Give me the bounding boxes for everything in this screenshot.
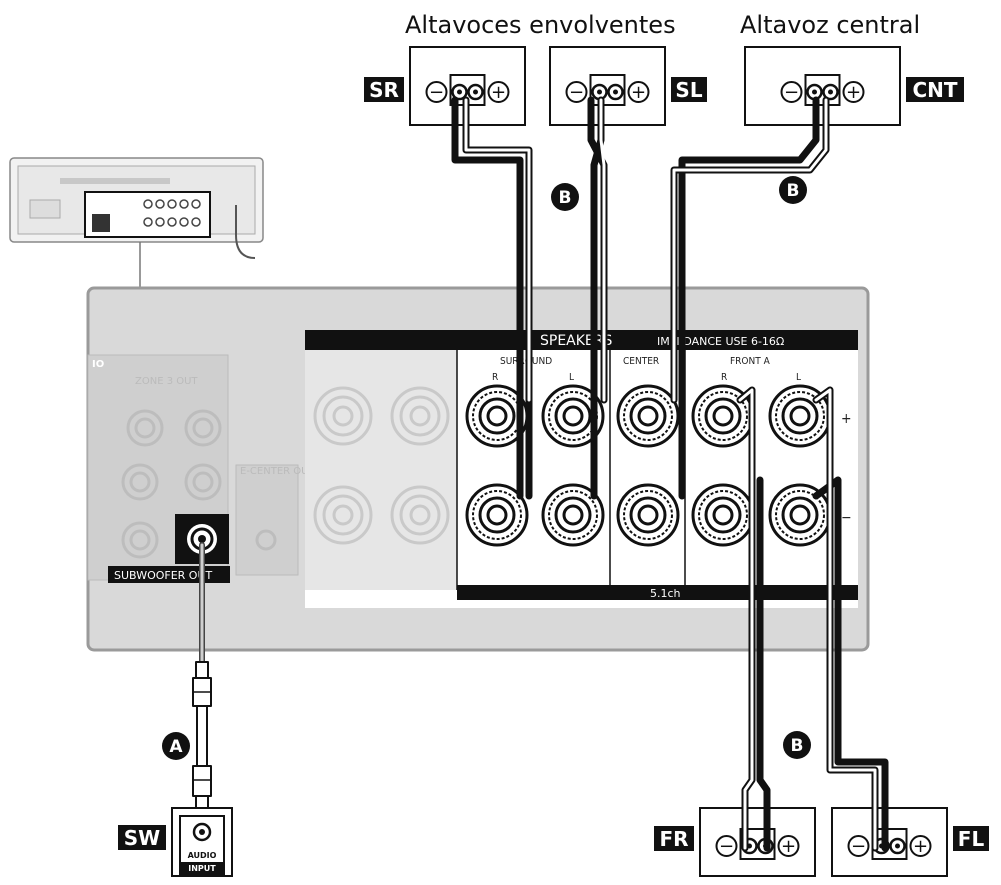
badge-b-front: B bbox=[783, 731, 811, 759]
speaker-box-fl: −+ bbox=[831, 807, 948, 877]
binding-post-front-r-minus bbox=[691, 483, 755, 547]
sr-cable bbox=[451, 96, 533, 500]
speaker-cables bbox=[192, 96, 889, 852]
binding-post-surround-l-plus bbox=[541, 384, 605, 448]
svg-text:B: B bbox=[791, 736, 804, 756]
svg-text:A: A bbox=[169, 737, 183, 757]
panel-minus-label: − bbox=[841, 510, 852, 526]
zone-out-label: ZONE 3 OUT bbox=[135, 376, 198, 387]
plus-symbol-fr: + bbox=[777, 835, 800, 857]
center-section-label: CENTER bbox=[623, 356, 659, 367]
audio-section-partial-label: IO bbox=[92, 359, 104, 370]
binding-post-front-l-minus bbox=[768, 483, 832, 547]
svg-text:FR: FR bbox=[659, 827, 688, 851]
receiver-overview-icon bbox=[9, 157, 264, 288]
svg-text:−: − bbox=[784, 82, 799, 103]
badge-b-center: B bbox=[779, 176, 807, 204]
svg-text:SL: SL bbox=[675, 78, 702, 102]
tag-fl: FL bbox=[953, 826, 989, 851]
subwoofer-audio-label: AUDIO bbox=[188, 851, 217, 860]
e-center-out-label: E-CENTER OUT bbox=[240, 466, 315, 477]
tag-fr: FR bbox=[654, 826, 694, 851]
minus-symbol-fl: − bbox=[847, 835, 870, 857]
surround-l-label: L bbox=[569, 372, 574, 383]
sl-cable bbox=[587, 96, 608, 500]
minus-symbol-fr: − bbox=[715, 835, 738, 857]
channel-bar-label: 5.1ch bbox=[650, 587, 681, 600]
plus-symbol-cnt: + bbox=[842, 81, 865, 103]
svg-text:+: + bbox=[491, 82, 506, 103]
binding-post-surround-l-minus bbox=[541, 483, 605, 547]
front-a-section-label: FRONT A bbox=[730, 356, 771, 367]
svg-text:+: + bbox=[846, 82, 861, 103]
fr-cable bbox=[736, 386, 771, 852]
front-r-label: R bbox=[721, 372, 727, 383]
tag-sw: SW bbox=[118, 825, 166, 850]
plus-symbol-fl: + bbox=[909, 835, 932, 857]
tag-sl: SL bbox=[671, 77, 707, 102]
binding-post-center-plus bbox=[616, 384, 680, 448]
svg-text:SW: SW bbox=[124, 826, 160, 850]
svg-text:FL: FL bbox=[958, 827, 985, 851]
subwoofer-out-label: SUBWOOFER OUT bbox=[114, 569, 213, 582]
binding-post-center-minus bbox=[616, 483, 680, 547]
svg-text:+: + bbox=[913, 836, 928, 857]
tag-cnt: CNT bbox=[906, 77, 964, 102]
binding-post-surround-r-minus bbox=[465, 483, 529, 547]
minus-symbol-sl: − bbox=[565, 81, 588, 103]
speaker-box-sl: −+ bbox=[549, 46, 666, 126]
plus-symbol-sl: + bbox=[627, 81, 650, 103]
minus-symbol-cnt: − bbox=[780, 81, 803, 103]
panel-plus-label: + bbox=[841, 411, 852, 427]
badge-b-surround: B bbox=[551, 183, 579, 211]
surround-speakers-heading: Altavoces envolventes bbox=[405, 11, 676, 39]
svg-text:−: − bbox=[851, 836, 866, 857]
svg-text:SR: SR bbox=[369, 78, 399, 102]
center-cable bbox=[670, 96, 830, 500]
badge-a-subwoofer: A bbox=[162, 732, 190, 760]
subwoofer-cable bbox=[192, 542, 212, 813]
svg-text:CNT: CNT bbox=[912, 78, 957, 102]
svg-text:−: − bbox=[429, 82, 444, 103]
svg-text:−: − bbox=[569, 82, 584, 103]
svg-text:B: B bbox=[787, 181, 800, 201]
fl-cable bbox=[812, 386, 889, 852]
cable-badges: B B B A bbox=[162, 176, 811, 760]
subwoofer-unit: AUDIO INPUT bbox=[171, 807, 233, 877]
center-speaker-heading: Altavoz central bbox=[740, 11, 920, 39]
surround-r-label: R bbox=[492, 372, 498, 383]
tag-sr: SR bbox=[364, 77, 404, 102]
impedance-label: IMPEDANCE USE 6-16Ω bbox=[657, 335, 784, 348]
subwoofer-input-label: INPUT bbox=[188, 864, 216, 873]
svg-text:+: + bbox=[781, 836, 796, 857]
svg-text:B: B bbox=[559, 188, 572, 208]
binding-posts bbox=[465, 384, 832, 547]
front-l-label: L bbox=[796, 372, 801, 383]
plus-symbol-sr: + bbox=[487, 81, 510, 103]
svg-text:−: − bbox=[719, 836, 734, 857]
svg-text:+: + bbox=[631, 82, 646, 103]
minus-symbol-sr: − bbox=[425, 81, 448, 103]
speaker-box-fr: −+ bbox=[699, 807, 816, 877]
